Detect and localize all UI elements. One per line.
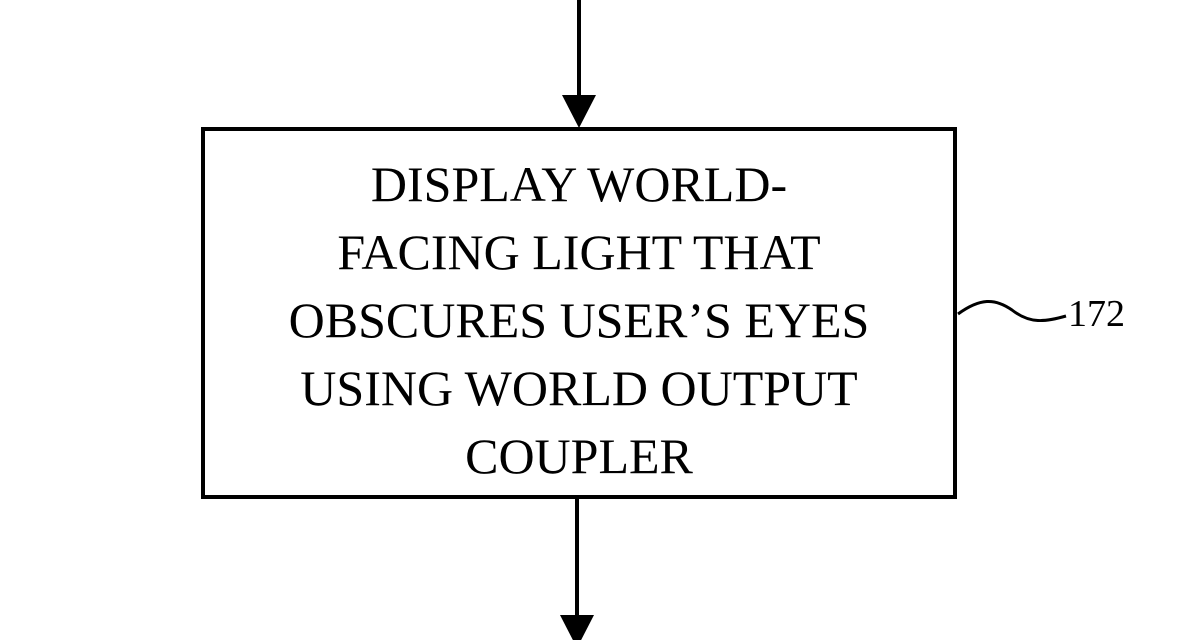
box-line: COUPLER [465,428,693,484]
box-line: DISPLAY WORLD- [370,156,788,212]
outgoing-arrowhead [560,615,594,640]
box-line: USING WORLD OUTPUT [300,360,858,416]
reference-leader-line [957,300,1067,322]
box-line: FACING LIGHT THAT [337,224,821,280]
process-box-text: DISPLAY WORLD- FACING LIGHT THAT OBSCURE… [203,150,955,490]
reference-numeral: 172 [1068,293,1125,335]
incoming-arrowhead [562,95,596,128]
box-line: OBSCURES USER’S EYES [288,292,870,348]
